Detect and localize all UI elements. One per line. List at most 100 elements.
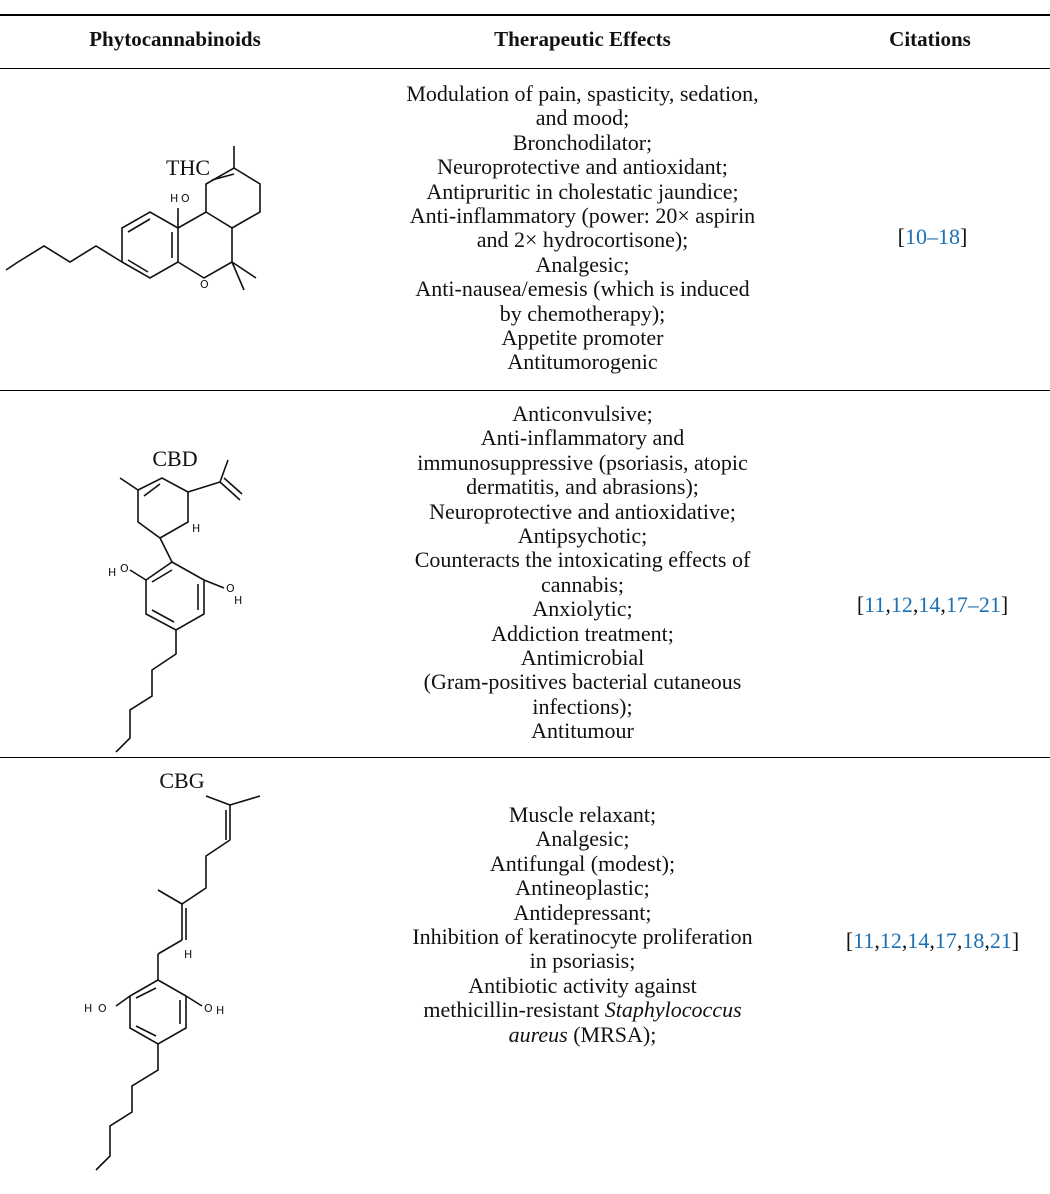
header-citations: Citations <box>889 27 971 51</box>
citation-link[interactable]: 12 <box>890 592 913 617</box>
effect-text: (MRSA); <box>567 1021 657 1047</box>
citation-link[interactable]: 17 <box>934 928 957 953</box>
cbd-structure-diagram: H H O O H <box>108 459 260 765</box>
cbd-h-atom: H <box>108 566 116 579</box>
effect-line: Modulation of pain, spasticity, sedation… <box>406 81 759 106</box>
effect-line: Neuroprotective and antioxidative; <box>429 498 736 524</box>
effect-line: Anti-nausea/emesis (which is induced <box>415 276 750 302</box>
effect-line: Muscle relaxant; <box>508 802 657 827</box>
bracket: [ <box>856 592 865 617</box>
effect-line: (Gram-positives bacterial cutaneous <box>423 669 742 695</box>
comma: , <box>984 928 990 953</box>
bracket: [ <box>897 224 905 249</box>
effect-line: Anticonvulsive; <box>512 401 653 426</box>
cbd-o-atom: O <box>226 582 235 595</box>
comma: , <box>901 928 908 953</box>
cbd-o-atom: O <box>120 562 129 575</box>
citation-link[interactable]: 14 <box>918 592 941 617</box>
effect-line: immunosuppressive (psoriasis, atopic <box>417 449 748 475</box>
cbd-citations: [11,12,14,17–21] <box>820 592 1045 618</box>
comma: , <box>956 928 963 953</box>
bracket: [ <box>845 928 854 953</box>
bracket: ] <box>1000 592 1009 617</box>
effect-line: Antidepressant; <box>513 899 652 925</box>
citation-link[interactable]: 21 <box>989 928 1012 953</box>
thc-ring-oxygen: O <box>200 278 209 291</box>
cbg-o-atom: O <box>204 1002 213 1015</box>
effect-line: aureus (MRSA); <box>360 1021 805 1047</box>
effect-line: Inhibition of keratinocyte proliferation <box>412 924 753 950</box>
comma: , <box>874 928 880 953</box>
citation-link[interactable]: 21 <box>978 592 1001 617</box>
citation-link[interactable]: 12 <box>879 928 902 953</box>
cbg-h-atom: H <box>216 1004 224 1017</box>
thc-o-atom: O <box>181 192 190 205</box>
effect-line: Bronchodilator; <box>512 129 653 155</box>
species-name: aureus <box>508 1021 568 1047</box>
comma: , <box>912 592 919 617</box>
effect-line: Antipsychotic; <box>517 523 648 549</box>
comma: , <box>929 928 935 953</box>
bracket: ] <box>1011 928 1020 953</box>
compound-name-cbg: CBG <box>159 768 205 793</box>
citation-link[interactable]: 18 <box>962 928 985 953</box>
range-dash: – <box>927 224 938 249</box>
effect-line: dermatitis, and abrasions); <box>466 474 699 500</box>
effect-line: Antifungal (modest); <box>489 850 676 876</box>
cbg-h-atom: H <box>184 948 192 961</box>
effect-line: Neuroprotective and antioxidant; <box>437 154 728 180</box>
effect-line: Analgesic; <box>535 826 630 852</box>
effect-line: Antitumorogenic <box>507 349 658 375</box>
citation-link[interactable]: 11 <box>864 592 886 617</box>
effect-line: Antipruritic in cholestatic jaundice; <box>426 178 739 204</box>
thc-effects-list: Modulation of pain, spasticity, sedation… <box>360 81 805 375</box>
range-dash: – <box>967 592 979 617</box>
comma: , <box>885 592 891 617</box>
thc-h-atom: H <box>170 192 178 205</box>
citation-link[interactable]: 18 <box>938 224 960 249</box>
row-divider <box>0 390 1050 391</box>
effect-line: cannabis; <box>540 571 625 597</box>
effect-line: methicillin-resistant Staphylococcus <box>360 998 805 1022</box>
citation-link[interactable]: 17 <box>945 592 968 617</box>
cbd-effects-list: Anticonvulsive; Anti-inflammatory and im… <box>360 401 805 744</box>
cbd-h-atom: H <box>234 594 242 607</box>
effect-line: Analgesic; <box>535 251 630 277</box>
cbg-o-atom: O <box>98 1002 107 1015</box>
effect-line: Antibiotic activity against <box>468 972 697 998</box>
header-therapeutic-effects: Therapeutic Effects <box>494 27 671 51</box>
thc-structure-diagram: H O O <box>5 146 310 335</box>
effect-line: Addiction treatment; <box>491 620 674 646</box>
species-name: Staphylococcus <box>604 997 742 1023</box>
effect-line: Anti-inflammatory (power: 20× aspirin <box>409 203 756 229</box>
effect-line: Antimicrobial <box>520 645 645 671</box>
row-divider <box>0 757 1050 758</box>
citation-link[interactable]: 14 <box>907 928 930 953</box>
effect-line: Antitumour <box>531 718 634 744</box>
thc-citations: [10–18] <box>820 224 1045 250</box>
effect-line: Anti-inflammatory and <box>480 425 685 451</box>
cbg-citations: [11,12,14,17,18,21] <box>820 928 1045 954</box>
header-bottom-rule <box>0 68 1050 69</box>
compound-name-cbd: CBD <box>152 446 198 471</box>
bracket: ] <box>960 224 968 249</box>
effect-line: Appetite promoter <box>501 325 664 351</box>
effect-line: in psoriasis; <box>529 948 636 974</box>
cbg-h-atom: H <box>84 1002 92 1015</box>
table-top-rule <box>0 14 1050 16</box>
cbg-effects-list: Muscle relaxant; Analgesic; Antifungal (… <box>360 802 805 1047</box>
effect-line: Antineoplastic; <box>515 875 650 901</box>
header-phytocannabinoids: Phytocannabinoids <box>89 27 261 51</box>
citation-link[interactable]: 10 <box>905 224 927 249</box>
cbg-structure-diagram: H H O O H <box>84 795 280 1185</box>
effect-line: Anxiolytic; <box>532 596 633 622</box>
citation-link[interactable]: 11 <box>853 928 875 953</box>
compound-name-thc: THC <box>166 155 210 180</box>
effect-line: Counteracts the intoxicating effects of <box>414 547 751 573</box>
comma: , <box>940 592 946 617</box>
effect-text: methicillin-resistant <box>423 997 605 1023</box>
effect-line: and mood; <box>535 105 630 131</box>
effect-line: by chemotherapy); <box>499 300 666 326</box>
effect-line: and 2× hydrocortisone); <box>476 227 689 253</box>
effect-line: infections); <box>532 693 633 719</box>
